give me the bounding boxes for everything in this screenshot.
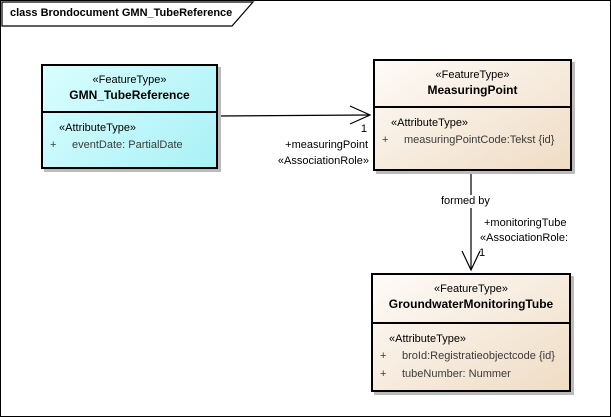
visibility-marker: + (380, 350, 387, 362)
role-monitoringtube: +monitoringTube (484, 217, 567, 229)
class-stereotype: «FeatureType» (435, 69, 510, 81)
association-name-formed-by: formed by (438, 195, 493, 208)
class-header: «FeatureType» GMN_TubeReference (43, 66, 216, 113)
role-measuringpoint: +measuringPoint (285, 139, 368, 151)
attribute-row: + eventDate: PartialDate (43, 136, 216, 154)
attributes-stereotype: «AttributeType» (59, 122, 137, 134)
class-name: GroundwaterMonitoringTube (388, 297, 554, 311)
attributes-compartment: «AttributeType» + eventDate: PartialDate (43, 113, 216, 154)
diagram-title: class Brondocument GMN_TubeReference (10, 7, 233, 19)
class-stereotype: «FeatureType» (92, 74, 167, 86)
attribute-text: tubeNumber: Nummer (402, 368, 511, 380)
stereotype-associationrole-monitoringtube: «AssociationRole: (480, 232, 569, 244)
class-name: GMN_TubeReference (69, 88, 190, 102)
attribute-row: + broId:Registratieobjectcode {id} (373, 347, 569, 365)
attributes-compartment: «AttributeType» + broId:Registratieobjec… (373, 324, 569, 383)
attribute-row: + tubeNumber: Nummer (373, 365, 569, 383)
class-stereotype: «FeatureType» (434, 283, 508, 295)
visibility-marker: + (50, 139, 57, 151)
attribute-text: eventDate: PartialDate (72, 139, 183, 151)
attributes-compartment: «AttributeType» + measuringPointCode:Tek… (375, 108, 570, 149)
class-gmn-tubereference[interactable]: «FeatureType» GMN_TubeReference «Attribu… (41, 64, 218, 169)
visibility-marker: + (382, 134, 389, 146)
class-header: «FeatureType» MeasuringPoint (375, 61, 570, 108)
stereotype-associationrole-measuringpoint: «AssociationRole» (277, 155, 369, 167)
attribute-row: + measuringPointCode:Tekst {id} (375, 131, 570, 149)
class-name: MeasuringPoint (427, 83, 518, 97)
open-arrowhead-right-icon (349, 105, 372, 125)
visibility-marker: + (380, 368, 387, 380)
attributes-stereotype: «AttributeType» (389, 333, 467, 345)
class-measuringpoint[interactable]: «FeatureType» MeasuringPoint «AttributeT… (373, 59, 572, 171)
multiplicity-measuringpoint: 1 (360, 123, 367, 135)
attributes-stereotype: «AttributeType» (391, 117, 469, 129)
open-arrowhead-down-icon (461, 250, 481, 272)
multiplicity-monitoringtube: 1 (479, 247, 486, 259)
class-header: «FeatureType» GroundwaterMonitoringTube (373, 275, 569, 324)
class-groundwatermonitoringtube[interactable]: «FeatureType» GroundwaterMonitoringTube … (371, 273, 571, 392)
association-line-gmn-to-measuringpoint[interactable] (217, 114, 370, 117)
attribute-text: measuringPointCode:Tekst {id} (404, 134, 555, 146)
attribute-text: broId:Registratieobjectcode {id} (402, 350, 555, 362)
